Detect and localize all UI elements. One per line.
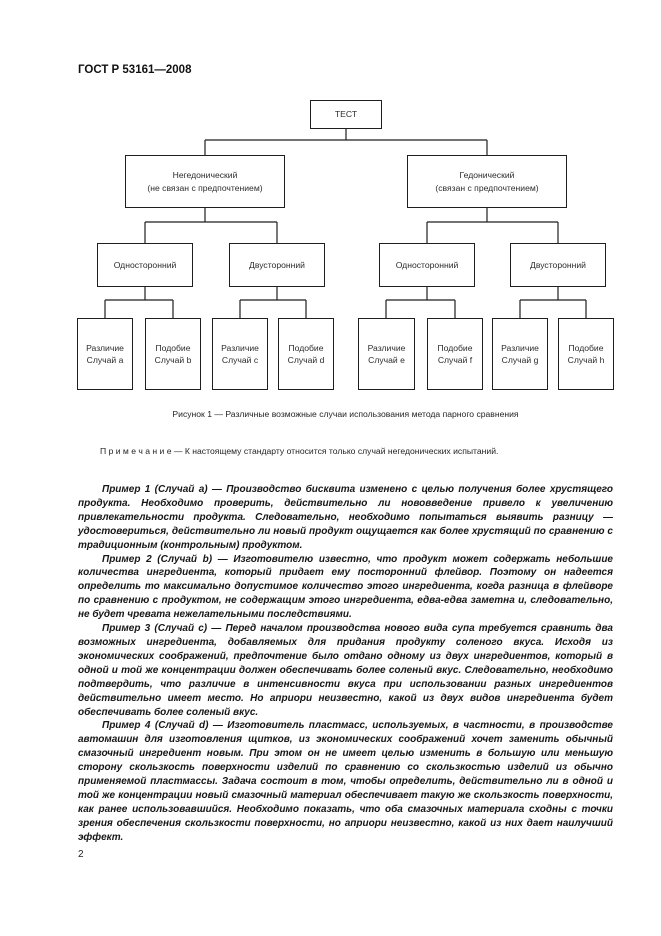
node-label: Различие (367, 342, 406, 353)
tree-node-case-d: Подобие Случай d (278, 318, 334, 390)
node-label: Односторонний (395, 259, 459, 270)
node-sublabel: Случай f (437, 355, 473, 365)
document-header: ГОСТ Р 53161—2008 (78, 64, 192, 76)
node-label: Негедонический (172, 170, 238, 181)
example-paragraph-3: Пример 3 (Случай c) — Перед началом прои… (78, 623, 613, 718)
node-label: Различие (86, 342, 124, 353)
tree-node-hedonic: Гедонический (связан с предпочтением) (407, 155, 567, 208)
node-sublabel: Случай c (221, 355, 259, 365)
tree-node-case-e: Различие Случай e (358, 318, 415, 390)
node-sublabel: Случай b (154, 355, 192, 365)
node-label: Гедонический (459, 170, 515, 181)
node-sublabel: Случай a (86, 355, 124, 365)
tree-node-case-a: Различие Случай a (77, 318, 133, 390)
tree-node-case-g: Различие Случай g (492, 318, 548, 390)
node-label: Односторонний (113, 259, 177, 270)
node-sublabel: Случай g (501, 355, 539, 365)
tree-node-test: ТЕСТ (310, 100, 382, 129)
node-sublabel: Случай e (368, 355, 405, 365)
example-paragraph-4: Пример 4 (Случай d) — Изготовитель пласт… (78, 720, 613, 843)
tree-node-case-h: Подобие Случай h (558, 318, 614, 390)
node-sublabel: (не связан с предпочтением) (147, 182, 263, 193)
tree-node-case-f: Подобие Случай f (427, 318, 483, 390)
node-label: Подобие (437, 342, 473, 353)
node-sublabel: (связан с предпочтением) (435, 182, 539, 193)
node-label: Подобие (155, 342, 191, 353)
examples-block: Пример 1 (Случай a) — Производство бискв… (78, 483, 613, 845)
node-label: Различие (501, 342, 539, 353)
tree-node-onesided-left: Односторонний (97, 243, 193, 287)
tree-node-twosided-left: Двусторонний (229, 243, 325, 287)
tree-node-twosided-right: Двусторонний (510, 243, 606, 287)
node-label: Двусторонний (249, 259, 305, 270)
example-paragraph-1: Пример 1 (Случай a) — Производство бискв… (78, 484, 613, 551)
tree-node-onesided-right: Односторонний (379, 243, 475, 287)
node-label: Подобие (288, 342, 324, 353)
note-text: П р и м е ч а н и е — К настоящему станд… (100, 446, 499, 456)
node-label: ТЕСТ (334, 109, 358, 120)
example-paragraph-2: Пример 2 (Случай b) — Изготовителю извес… (78, 553, 613, 621)
tree-connectors (104, 129, 587, 318)
tree-node-nonhedonic: Негедонический (не связан с предпочтение… (125, 155, 285, 208)
node-sublabel: Случай h (567, 355, 605, 365)
tree-node-case-b: Подобие Случай b (145, 318, 201, 390)
node-sublabel: Случай d (287, 355, 325, 365)
tree-node-case-c: Различие Случай c (212, 318, 268, 390)
node-label: Подобие (568, 342, 604, 353)
figure-caption: Рисунок 1 — Различные возможные случаи и… (172, 409, 519, 419)
node-label: Двусторонний (530, 259, 586, 270)
node-label: Различие (221, 342, 259, 353)
page-number: 2 (78, 849, 84, 860)
